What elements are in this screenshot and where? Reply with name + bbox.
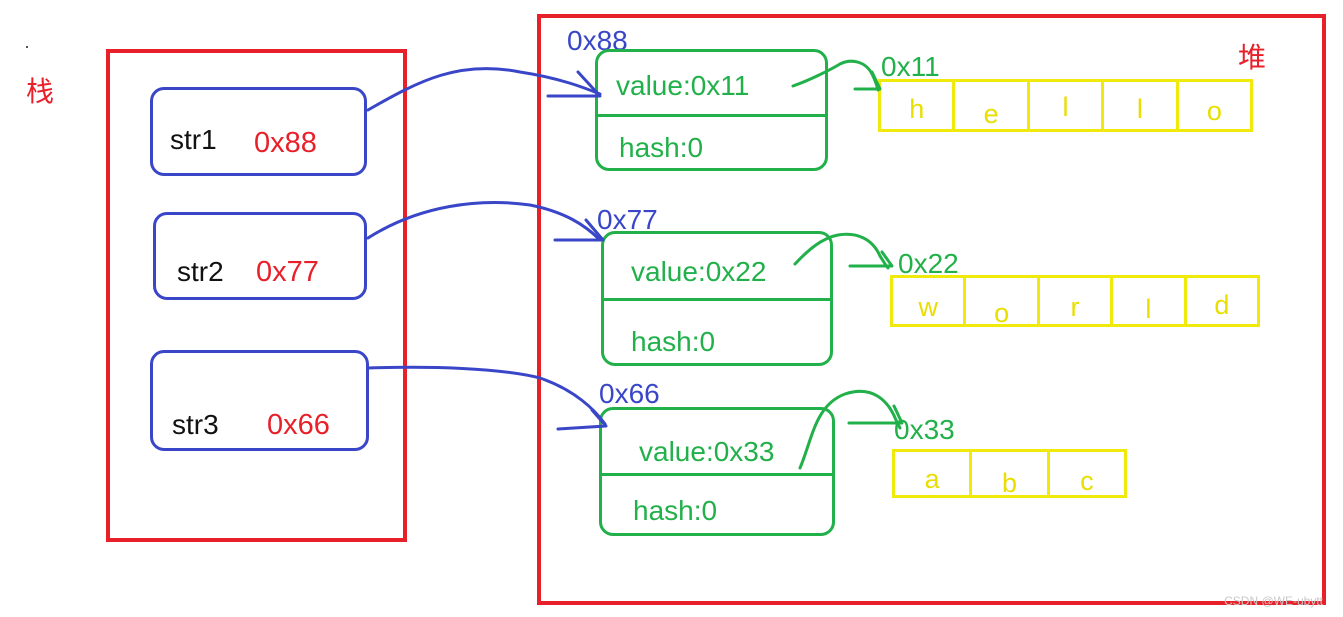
char-cell: l bbox=[1113, 278, 1187, 324]
char-array-1: h e l l o bbox=[878, 79, 1253, 132]
object-value-field: value:0x22 bbox=[631, 256, 767, 287]
char-array-2: w o r l d bbox=[890, 275, 1260, 328]
watermark: CSDN @WE-ubytt bbox=[1224, 594, 1323, 608]
stack-var-addr: 0x66 bbox=[267, 409, 330, 441]
char-cell: e bbox=[955, 82, 1030, 129]
heap-region bbox=[537, 14, 1326, 605]
array-addr: 0x11 bbox=[881, 51, 940, 82]
object-hash-field: hash:0 bbox=[631, 326, 716, 357]
array-addr: 0x33 bbox=[894, 414, 955, 445]
object-hash-field: hash:0 bbox=[633, 495, 718, 526]
object-divider bbox=[602, 473, 832, 476]
char-array-3: a b c bbox=[892, 449, 1127, 498]
stack-var-name: str2 bbox=[177, 256, 224, 287]
object-hash-field: hash:0 bbox=[619, 132, 704, 163]
stray-dot bbox=[26, 46, 28, 48]
object-value-field: value:0x33 bbox=[639, 436, 775, 467]
char-cell: c bbox=[1080, 466, 1094, 496]
stack-var-str2 bbox=[153, 212, 367, 300]
char-cell: h bbox=[881, 82, 956, 129]
heap-label: 堆 bbox=[1238, 41, 1267, 74]
object-value-field: value:0x11 bbox=[616, 70, 750, 101]
stack-var-str1 bbox=[150, 87, 367, 176]
char-cell: w bbox=[893, 278, 967, 324]
stack-var-name: str1 bbox=[170, 124, 217, 155]
object-addr: 0x77 bbox=[597, 204, 658, 235]
array-addr: 0x22 bbox=[898, 248, 959, 279]
char-cell: l bbox=[1030, 82, 1105, 129]
char-cell: d bbox=[1214, 290, 1230, 320]
char-cell: o bbox=[966, 278, 1040, 328]
object-divider bbox=[604, 298, 830, 301]
char-cell: a bbox=[895, 452, 973, 495]
char-cell: b bbox=[972, 452, 1050, 498]
stack-region bbox=[106, 49, 407, 542]
object-addr: 0x66 bbox=[599, 378, 660, 409]
char-cell: o bbox=[1206, 96, 1222, 126]
char-cell: l bbox=[1104, 82, 1179, 129]
string-object-2 bbox=[601, 231, 833, 366]
stack-var-name: str3 bbox=[172, 409, 219, 440]
string-object-3 bbox=[599, 407, 835, 536]
stack-label: 栈 bbox=[26, 75, 55, 108]
stack-var-addr: 0x88 bbox=[254, 127, 317, 159]
char-cell: r bbox=[1040, 278, 1114, 324]
object-divider bbox=[598, 114, 825, 117]
stack-var-addr: 0x77 bbox=[256, 256, 319, 288]
